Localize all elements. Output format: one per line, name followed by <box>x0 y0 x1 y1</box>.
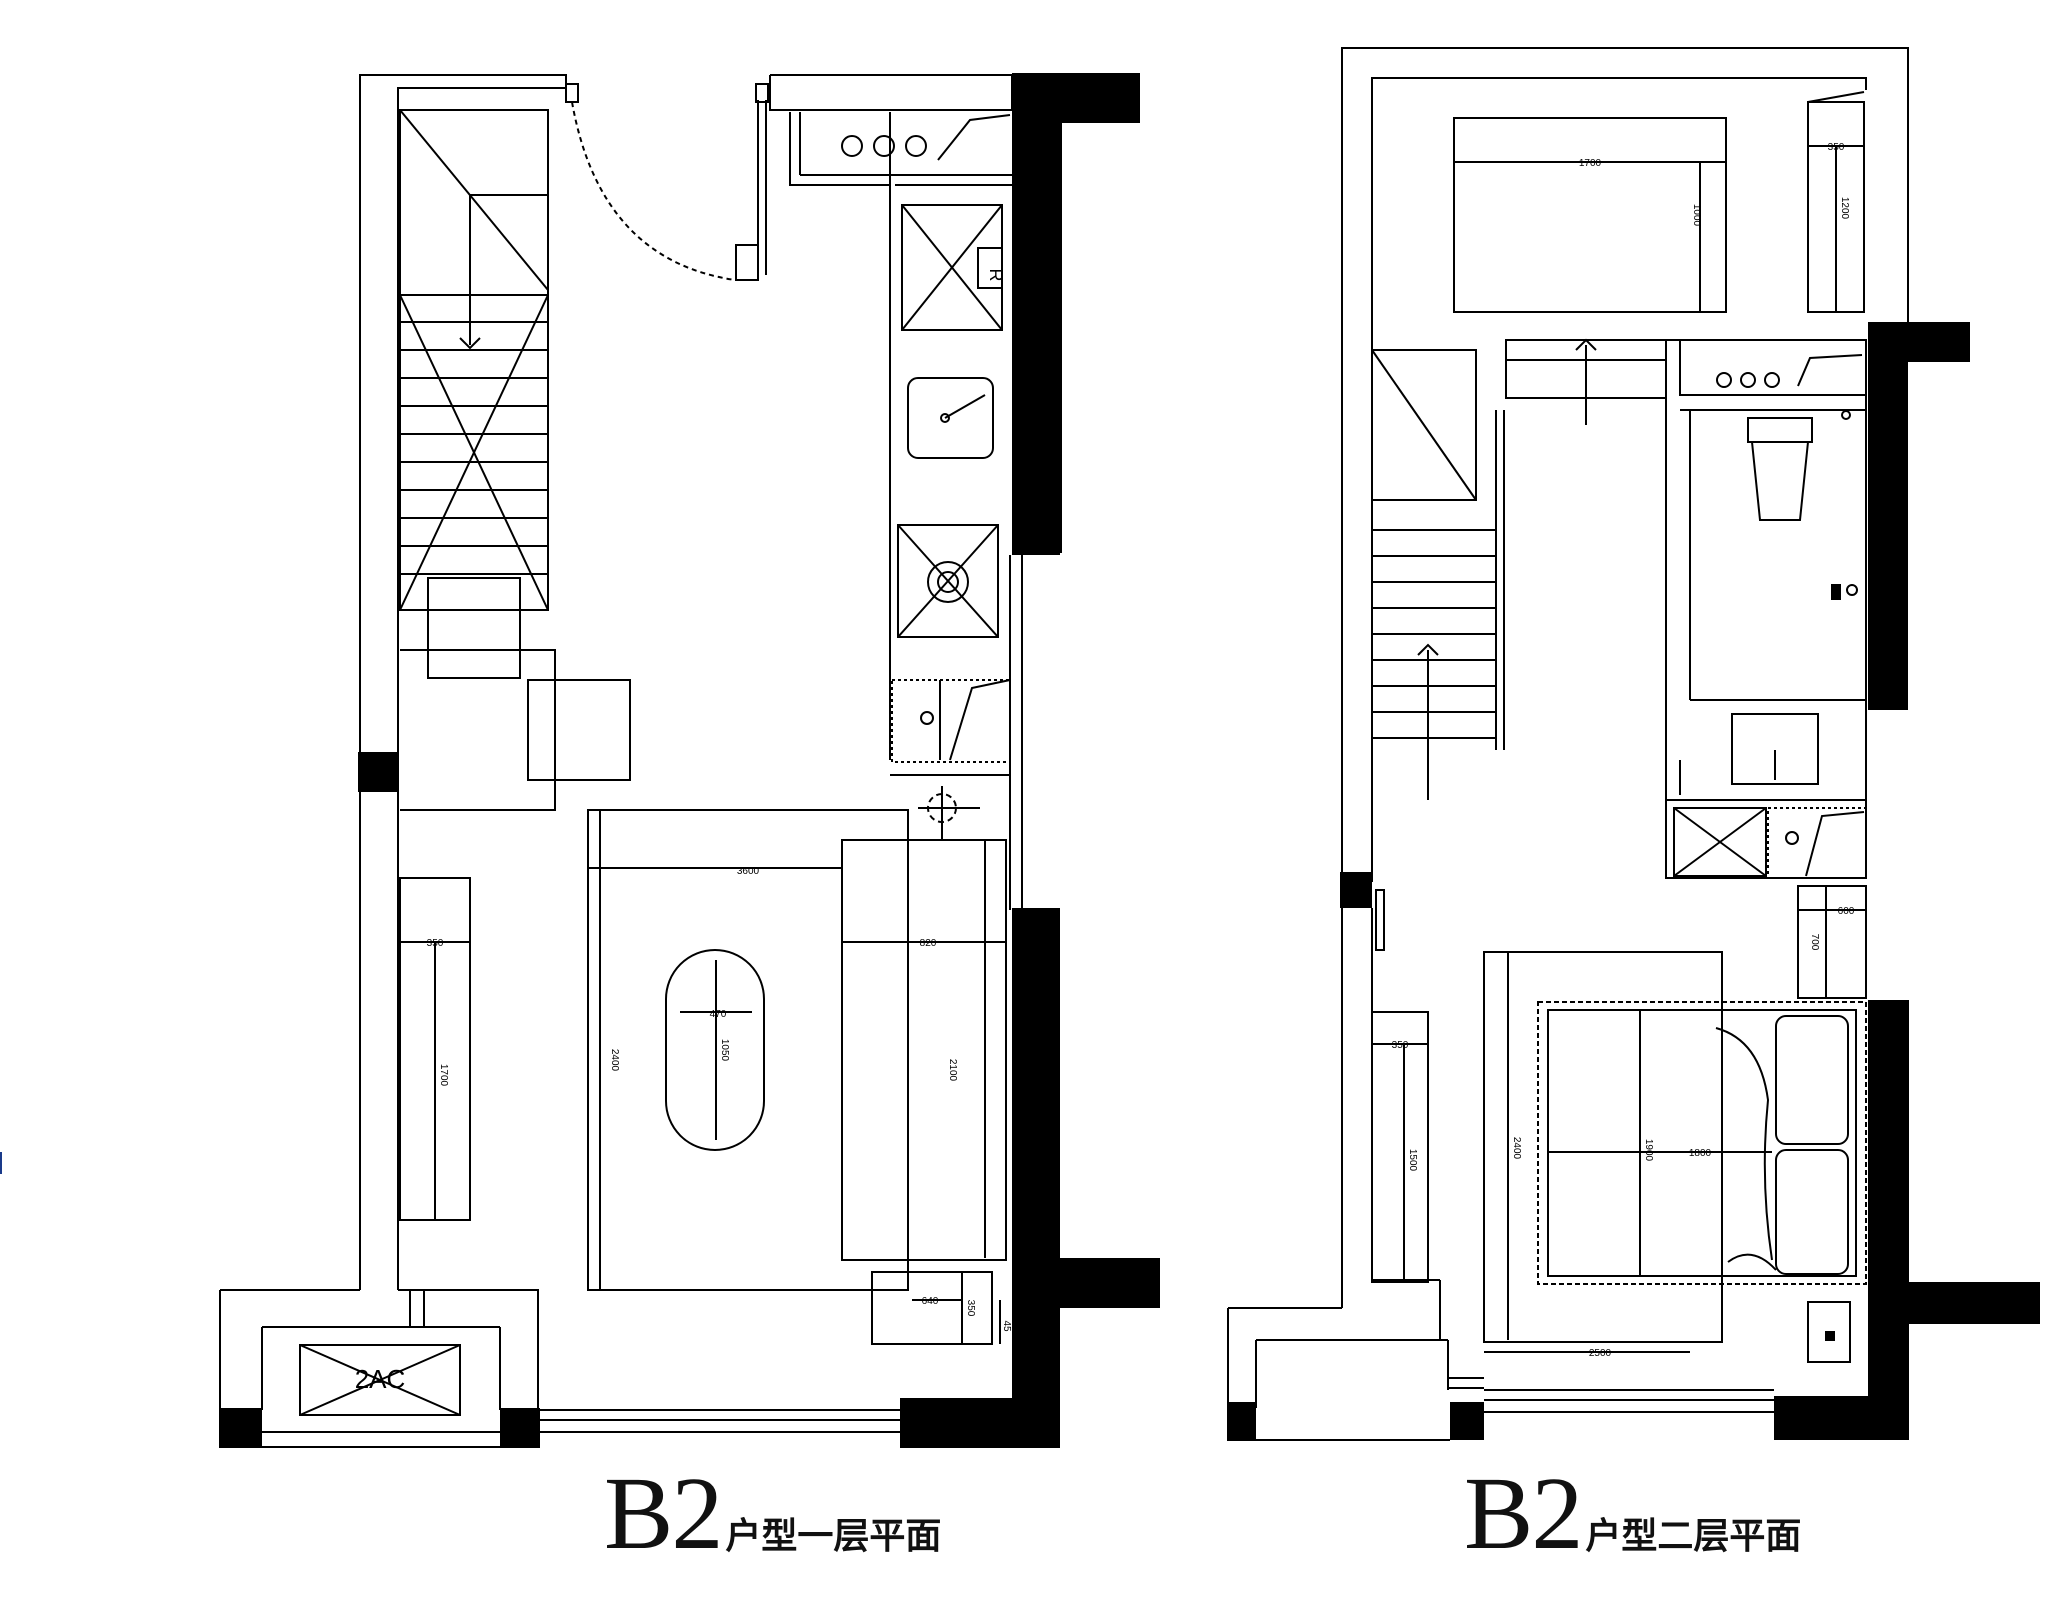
tv-width-dim: 350 <box>427 938 444 949</box>
ac-label: 2AC <box>355 1364 406 1394</box>
plan-1-title: B2 户型一层平面 <box>604 1462 941 1566</box>
hob-burner-icon <box>1740 372 1756 388</box>
shelf-height-dim: 1200 <box>1839 197 1850 220</box>
table-width-dim: 470 <box>710 1009 727 1020</box>
shelf-width-dim: 350 <box>1828 142 1845 153</box>
cabinet <box>1797 885 1867 999</box>
plan-2-subtitle: 户型二层平面 <box>1585 1516 1802 1557</box>
bed-height-dim: 1900 <box>1643 1139 1654 1162</box>
carpet-height-dim: 2400 <box>609 1049 620 1072</box>
tv-height-dim: 1700 <box>438 1064 449 1087</box>
pillow <box>1775 1015 1849 1145</box>
plan-2-second-floor: 1700 1000 350 1200 600 700 350 1500 1800… <box>1227 47 2040 1441</box>
plan-1-first-floor: 2AC R 3600 2400 470 1050 820 2100 350 17… <box>219 73 1160 1448</box>
wardrobe-width-dim: 350 <box>1392 1040 1409 1051</box>
hob-burner-icon <box>1716 372 1732 388</box>
kitchen-counter <box>789 112 1012 840</box>
sofa-width-dim: 820 <box>920 938 937 949</box>
nightstand <box>1807 1301 1851 1363</box>
plan-2-walls <box>1227 47 1909 1441</box>
side-width-dim: 640 <box>922 1296 939 1307</box>
desk-height-dim: 1000 <box>1691 204 1702 227</box>
utility-sink-2-icon <box>1767 807 1867 879</box>
staircase-2 <box>1371 338 1667 800</box>
cabinet-width-dim: 600 <box>1838 906 1855 917</box>
hob-burner-icon <box>873 135 895 157</box>
cooktop-icon <box>897 524 999 638</box>
wardrobe-height-dim: 1500 <box>1407 1149 1418 1172</box>
washbasin-icon <box>1731 713 1819 785</box>
plan-2-code: B2 <box>1464 1456 1583 1571</box>
sofa-height-dim: 2100 <box>947 1059 958 1082</box>
kitchen-sink-icon <box>907 377 994 459</box>
toilet-icon <box>1747 417 1813 443</box>
cabinet-height-dim: 700 <box>1809 934 1820 951</box>
edge-marker <box>0 1152 2 1174</box>
bed <box>1537 1001 1867 1285</box>
shower-tray-icon <box>1673 807 1767 877</box>
plan-1-walls <box>219 74 1023 1448</box>
side-table <box>871 1271 993 1345</box>
entry-door[interactable] <box>565 83 769 281</box>
plan-1-solid-walls <box>220 73 1160 1448</box>
study-desk <box>1453 91 1865 313</box>
staircase-1 <box>399 109 631 811</box>
bed-width-dim: 1800 <box>1689 1148 1712 1159</box>
living-furniture <box>299 809 1007 1416</box>
desk-width-dim: 1700 <box>1579 158 1602 169</box>
bathroom <box>1665 339 1867 879</box>
plan-1-dimension-labels: 2AC R 3600 2400 470 1050 820 2100 350 17… <box>355 269 1012 1395</box>
gap-dim: 45 <box>1001 1320 1012 1332</box>
side-height-dim: 350 <box>965 1300 976 1317</box>
bed-height-2-dim: 2400 <box>1511 1137 1522 1160</box>
coffee-table <box>665 949 765 1151</box>
hob-burner-icon <box>1764 372 1780 388</box>
toilet-bowl <box>1750 441 1810 521</box>
carpet <box>587 809 909 1291</box>
bedroom <box>1371 885 1867 1363</box>
ac-unit-icon <box>299 1344 461 1416</box>
plan-2-solid-walls <box>1228 322 2040 1440</box>
pillow <box>1775 1149 1849 1275</box>
plan-1-subtitle: 户型一层平面 <box>725 1516 942 1557</box>
hob-burner-icon <box>905 135 927 157</box>
table-height-dim: 1050 <box>719 1039 730 1062</box>
plan-2-dimension-labels: 1700 1000 350 1200 600 700 350 1500 1800… <box>1392 142 1855 1359</box>
utility-sink-icon <box>891 679 1011 763</box>
plan-1-code: B2 <box>604 1456 723 1571</box>
fridge-label: R <box>986 269 1006 282</box>
plan-2-title: B2 户型二层平面 <box>1464 1462 1801 1566</box>
wardrobe <box>1371 1011 1429 1283</box>
rug <box>1483 951 1723 1343</box>
hob-burner-icon <box>841 135 863 157</box>
rug-width-dim: 2500 <box>1589 1348 1612 1359</box>
carpet-width-dim: 3600 <box>737 866 760 877</box>
sofa <box>841 839 1007 1261</box>
